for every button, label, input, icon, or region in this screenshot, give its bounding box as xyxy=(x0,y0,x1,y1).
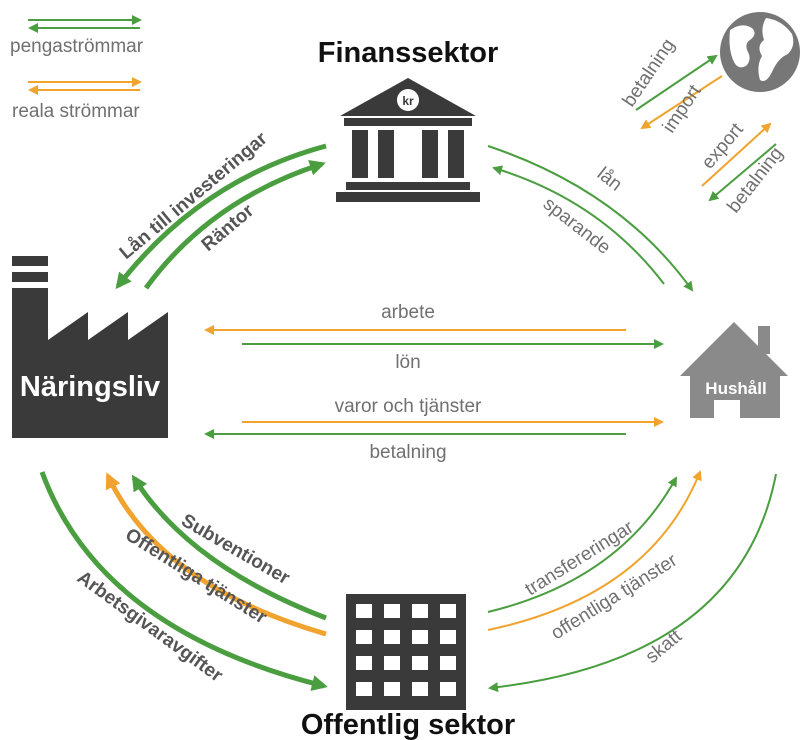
employer-fees-arrow xyxy=(39,471,328,691)
households-node: Hushåll xyxy=(680,322,788,418)
transfers-arrow xyxy=(487,476,677,613)
finance-title: Finanssektor xyxy=(318,37,499,69)
finance-node: Finanssektor kr xyxy=(318,37,499,202)
bank-badge-label: kr xyxy=(402,94,414,108)
labour-label: arbete xyxy=(381,302,435,323)
legend: pengaströmmar reala strömmar xyxy=(10,15,144,122)
legend-money-label: pengaströmmar xyxy=(10,36,144,57)
public-node: Offentlig sektor xyxy=(301,594,515,740)
public-services-left-arrow xyxy=(105,472,327,637)
households-title: Hushåll xyxy=(705,379,766,398)
bank-badge-icon xyxy=(397,89,419,111)
investment-loans-arrow xyxy=(115,143,327,290)
office-building-icon xyxy=(346,594,466,710)
business-node: Näringsliv xyxy=(12,256,168,438)
legend-real-label: reala strömmar xyxy=(12,101,140,122)
loan-arrow xyxy=(487,145,694,292)
public-services-right-arrow xyxy=(487,470,702,631)
tax-label: skatt xyxy=(642,625,687,667)
public-title: Offentlig sektor xyxy=(301,709,515,740)
world-export-label: export xyxy=(698,119,748,174)
world-payment-in-label: betalning xyxy=(619,35,680,111)
savings-arrow xyxy=(492,165,665,285)
world-trade-arrows xyxy=(635,54,777,202)
business-title: Näringsliv xyxy=(20,371,160,403)
wages-label: lön xyxy=(395,352,420,373)
interest-arrow xyxy=(143,160,326,290)
goods-services-label: varor och tjänster xyxy=(335,396,482,417)
subsidies-arrow xyxy=(131,474,327,621)
factory-icon xyxy=(12,256,168,438)
payment-label: betalning xyxy=(369,442,446,463)
tax-arrow xyxy=(488,473,777,693)
loan-label: lån xyxy=(593,163,626,195)
bank-icon xyxy=(336,78,480,202)
globe-icon xyxy=(720,12,800,92)
